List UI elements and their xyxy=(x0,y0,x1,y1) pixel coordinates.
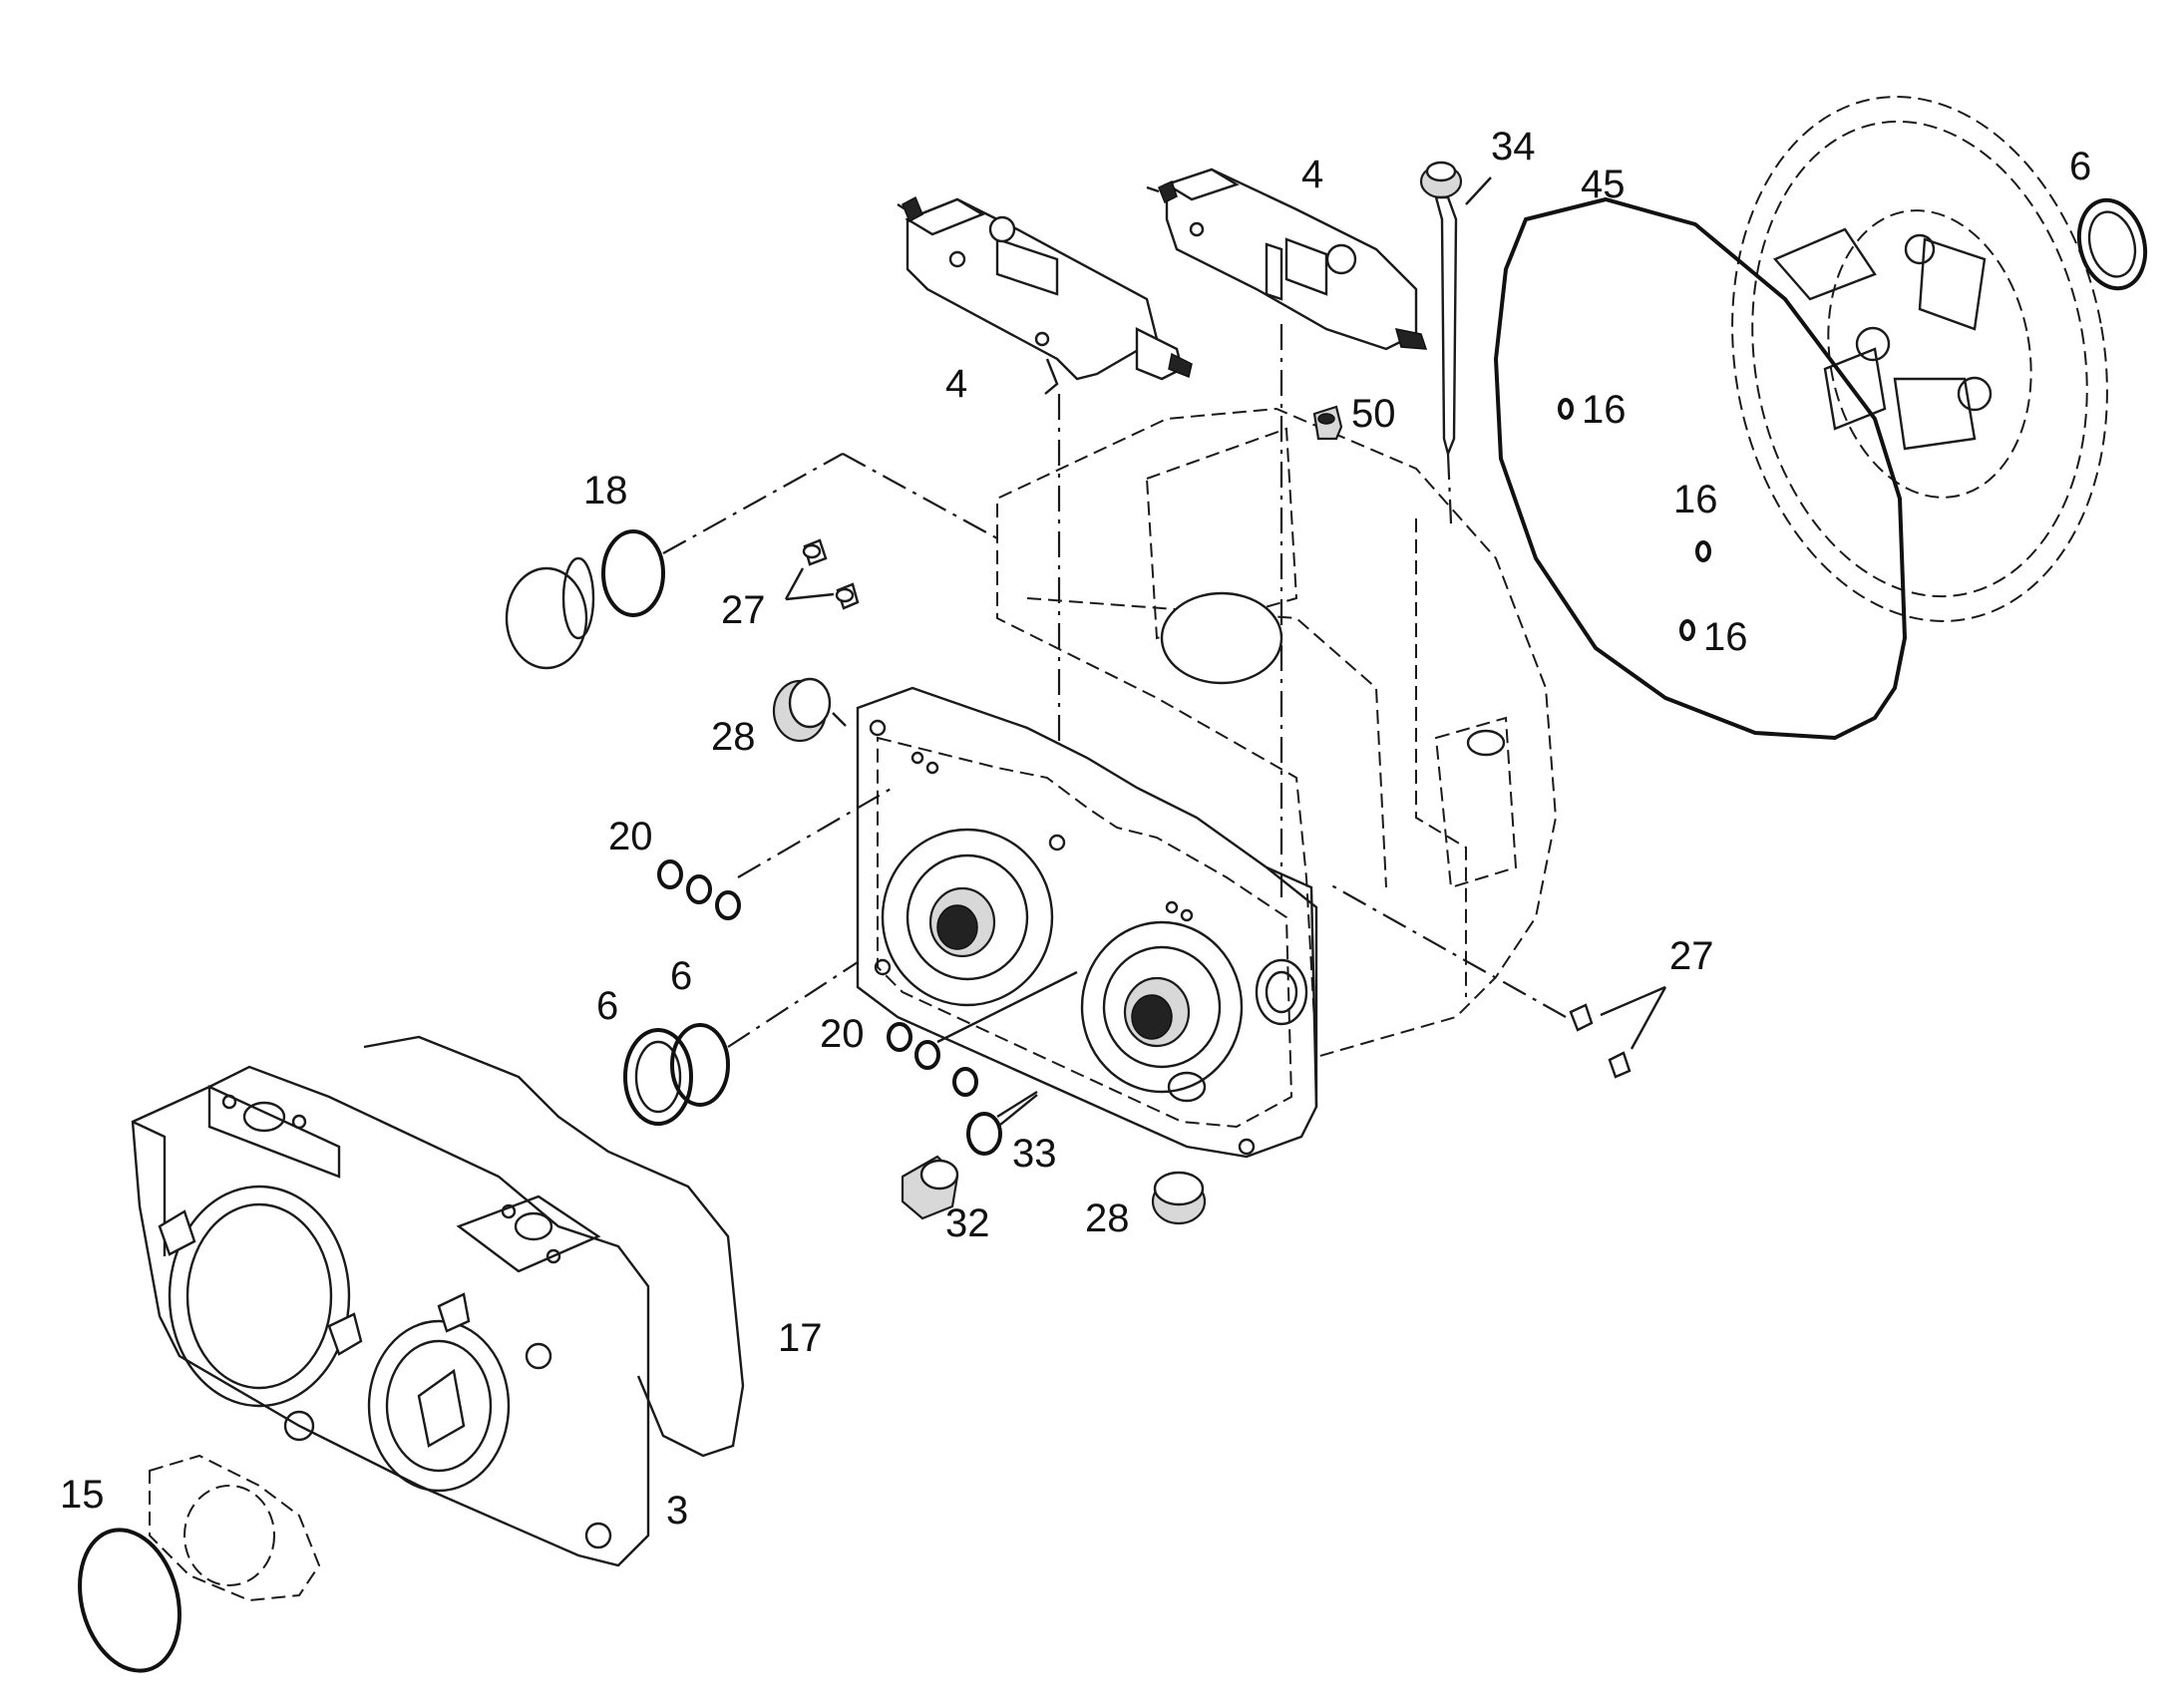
callout-15: 15 xyxy=(60,1473,105,1517)
plug-50 xyxy=(1312,405,1343,441)
callout-28-top: 28 xyxy=(711,715,756,759)
callout-6-left-b: 6 xyxy=(670,954,692,998)
washers-20-upper xyxy=(657,787,894,920)
washers-20-lower xyxy=(887,970,1078,1097)
leader-lines xyxy=(999,176,1492,1126)
callout-17: 17 xyxy=(778,1316,823,1360)
callout-28-bottom: 28 xyxy=(1085,1196,1130,1240)
callout-labels: 3 4 4 6 6 6 15 16 16 16 17 18 20 20 27 2… xyxy=(60,125,2091,1533)
pump-carrier-3 xyxy=(131,1065,650,1567)
callout-16-c: 16 xyxy=(1703,615,1748,659)
cover-18 xyxy=(505,453,844,670)
oring-33-plug-32 xyxy=(901,1090,1207,1225)
callout-4-right: 4 xyxy=(1301,153,1323,196)
callout-3: 3 xyxy=(666,1489,688,1533)
flywheel-housing xyxy=(1731,96,2108,622)
callout-33: 33 xyxy=(1012,1132,1057,1176)
callout-18: 18 xyxy=(583,469,628,512)
callout-34: 34 xyxy=(1491,125,1536,169)
gasket-45 xyxy=(1493,196,1908,741)
callout-32: 32 xyxy=(945,1201,990,1245)
dash-connectors xyxy=(842,324,1283,897)
main-housing xyxy=(996,407,1558,1059)
callout-27-top: 27 xyxy=(721,588,766,632)
screws-27-right xyxy=(1325,881,1667,1079)
callout-4-left: 4 xyxy=(945,362,967,406)
dipstick xyxy=(1419,161,1463,524)
valve-block-left xyxy=(897,195,1193,395)
gasket-17 xyxy=(363,1035,745,1458)
plug-28-top xyxy=(772,677,847,743)
seals-6-left xyxy=(623,961,859,1126)
callout-50: 50 xyxy=(1351,392,1396,436)
callout-16-a: 16 xyxy=(1582,388,1627,432)
valve-block-right xyxy=(1146,168,1428,351)
callout-20-upper: 20 xyxy=(608,815,653,858)
front-cover-plate xyxy=(856,686,1318,1159)
callout-16-b: 16 xyxy=(1673,478,1718,521)
callout-20-lower: 20 xyxy=(820,1012,865,1056)
callout-6-top-right: 6 xyxy=(2069,145,2091,188)
flange-15 xyxy=(78,1454,321,1673)
callout-27-right: 27 xyxy=(1669,934,1714,978)
callout-45: 45 xyxy=(1581,163,1626,206)
callout-6-left-a: 6 xyxy=(596,984,618,1028)
seal-6-top-right xyxy=(2076,197,2148,291)
screws-27-top xyxy=(784,538,860,610)
